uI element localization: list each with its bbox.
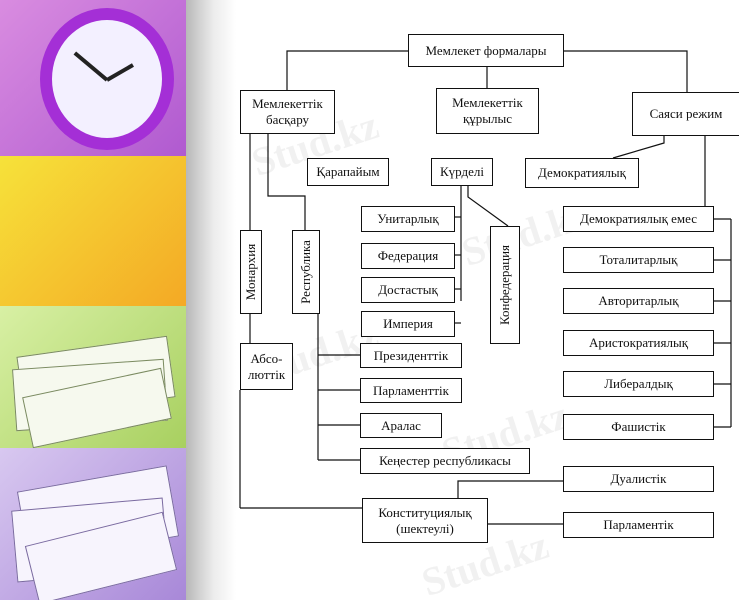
regime-box: Саяси режим — [632, 92, 739, 136]
complex-structure-box: Күрделі — [431, 158, 493, 186]
complex-kind-empire: Империя — [361, 311, 455, 337]
non-democratic-box: Демократиялық емес — [563, 206, 714, 232]
complex-kind-commonwealth: Достастық — [361, 277, 455, 303]
democratic-box: Демократиялық — [525, 158, 639, 188]
confederation-box: Конфедерация — [490, 226, 520, 344]
regime-kind-fascist: Фашистік — [563, 414, 714, 440]
regime-kind-totalitarian: Тоталитарлық — [563, 247, 714, 273]
complex-kind-federation: Федерация — [361, 243, 455, 269]
simple-structure-box: Қарапайым — [307, 158, 389, 186]
confederation-label: Конфедерация — [497, 245, 513, 325]
monarchy-kind-dualistic: Дуалистік — [563, 466, 714, 492]
monarchy-kind-parliamentary: Парламентік — [563, 512, 714, 538]
constitutional-monarchy-box: Конституциялық (шектеулі) — [362, 498, 488, 543]
monarchy-label: Монархия — [243, 244, 259, 300]
regime-kind-aristocratic: Аристократиялық — [563, 330, 714, 356]
republic-kind-soviet: Кеңестер республикасы — [360, 448, 530, 474]
structure-box: Мемлекеттік құрылыс — [436, 88, 539, 134]
republic-kind-parliamentary: Парламенттік — [360, 378, 462, 403]
regime-kind-authoritarian: Авторитарлық — [563, 288, 714, 314]
monarchy-box: Монархия — [240, 230, 262, 314]
absolute-monarchy-box: Абсо- люттік — [240, 343, 293, 390]
republic-label: Республика — [298, 240, 314, 304]
republic-box: Республика — [292, 230, 320, 314]
root-box: Мемлекет формалары — [408, 34, 564, 67]
governance-box: Мемлекеттік басқару — [240, 90, 335, 134]
regime-kind-liberal: Либералдық — [563, 371, 714, 397]
republic-kind-presidential: Президенттік — [360, 343, 462, 368]
republic-kind-mixed: Аралас — [360, 413, 442, 438]
complex-kind-unitary: Унитарлық — [361, 206, 455, 232]
